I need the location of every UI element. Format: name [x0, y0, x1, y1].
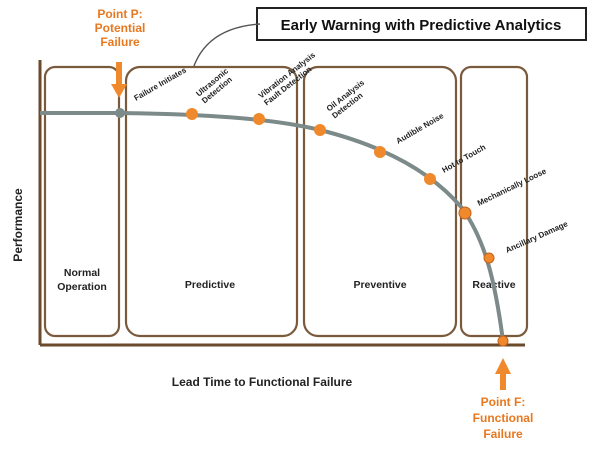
marker-hot-to-touch [424, 173, 436, 185]
point-f-label-line3: Failure [483, 427, 523, 441]
zone-normal-label-line2: Operation [57, 281, 107, 293]
marker-ultrasonic [186, 108, 198, 120]
point-f-label-line1: Point F: [481, 395, 526, 409]
zone-preventive-label: Preventive [353, 279, 406, 291]
point-p-arrow-shaft [116, 62, 122, 84]
zone-predictive [124, 65, 299, 338]
diagram-title: Early Warning with Predictive Analytics [281, 17, 562, 34]
marker-oil-analysis [314, 124, 326, 136]
y-axis-label: Performance [11, 188, 25, 262]
zone-predictive-label: Predictive [185, 279, 235, 291]
point-p-label-line1: Point P: [97, 7, 142, 21]
zone-normal-operation [43, 65, 121, 338]
point-p-arrowhead [111, 84, 127, 98]
point-p-label-line2: Potential [95, 21, 146, 35]
marker-functional-failure [497, 335, 509, 347]
point-f-arrow-shaft [500, 374, 506, 390]
marker-audible-noise [374, 146, 386, 158]
point-f-label-line2: Functional [473, 411, 534, 425]
zone-reactive [459, 65, 529, 338]
x-axis-label: Lead Time to Functional Failure [172, 375, 353, 389]
marker-vibration [253, 113, 265, 125]
marker-ancillary-damage [483, 252, 495, 264]
point-p-label-line3: Failure [100, 35, 140, 49]
point-f-arrowhead [495, 358, 511, 374]
marker-failure-initiates [115, 108, 125, 118]
marker-mechanically-loose [458, 206, 472, 220]
zone-normal-label-line1: Normal [64, 267, 100, 279]
